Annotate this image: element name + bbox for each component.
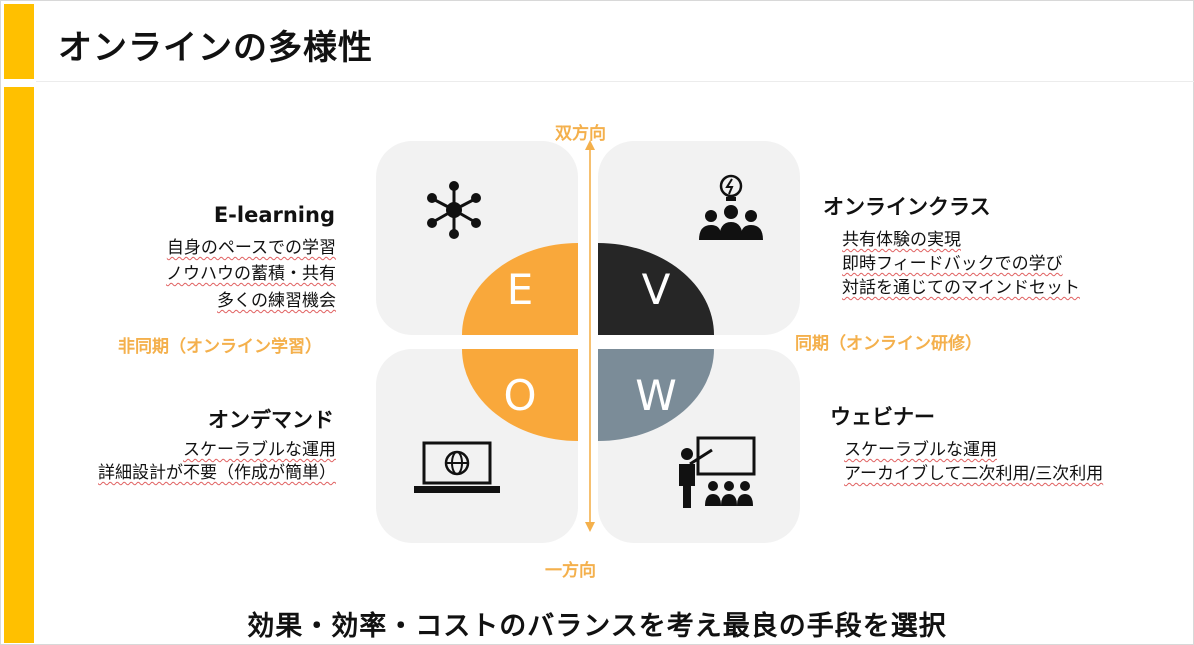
online-class-line: 対話を通じてのマインドセット bbox=[842, 278, 1080, 298]
online-class-line: 共有体験の実現 bbox=[842, 230, 961, 250]
petal-v-letter: V bbox=[641, 264, 671, 314]
petal-e-letter: E bbox=[506, 264, 534, 314]
elearning-line: ノウハウの蓄積・共有 bbox=[166, 264, 336, 284]
webinar-line: スケーラブルな運用 bbox=[844, 440, 997, 460]
axis-label-top: 双方向 bbox=[555, 124, 606, 144]
accent-bar-top bbox=[4, 4, 34, 79]
petal-o-letter: O bbox=[503, 370, 537, 420]
network-icon bbox=[427, 181, 481, 239]
title-divider bbox=[36, 81, 1194, 82]
elearning-line: 多くの練習機会 bbox=[217, 291, 336, 311]
axis-label-right: 同期（オンライン研修） bbox=[795, 334, 982, 354]
axis-label-left: 非同期（オンライン学習） bbox=[118, 337, 322, 357]
webinar-heading: ウェビナー bbox=[830, 405, 935, 429]
petal-w: W bbox=[598, 349, 714, 441]
team-idea-icon bbox=[699, 174, 763, 240]
elearning-heading: E-learning bbox=[213, 203, 335, 227]
petal-w-letter: W bbox=[635, 370, 677, 420]
online-class-line: 即時フィードバックでの学び bbox=[842, 254, 1063, 274]
axis-label-bottom: 一方向 bbox=[545, 561, 596, 581]
on-demand-line: スケーラブルな運用 bbox=[183, 440, 336, 460]
on-demand-line: 詳細設計が不要（作成が簡単） bbox=[98, 463, 336, 483]
accent-bar-side bbox=[4, 87, 34, 643]
elearning-line: 自身のペースでの学習 bbox=[166, 238, 336, 258]
online-class-heading: オンラインクラス bbox=[823, 195, 991, 219]
presentation-icon bbox=[679, 436, 756, 508]
webinar-line: アーカイブして二次利用/三次利用 bbox=[844, 464, 1104, 484]
laptop-globe-icon bbox=[414, 441, 500, 493]
bottom-message: 効果・効率・コストのバランスを考え最良の手段を選択 bbox=[247, 611, 947, 642]
vertical-axis-arrow bbox=[585, 140, 595, 532]
on-demand-heading: オンデマンド bbox=[208, 408, 334, 432]
slide-title: オンラインの多様性 bbox=[58, 28, 373, 68]
